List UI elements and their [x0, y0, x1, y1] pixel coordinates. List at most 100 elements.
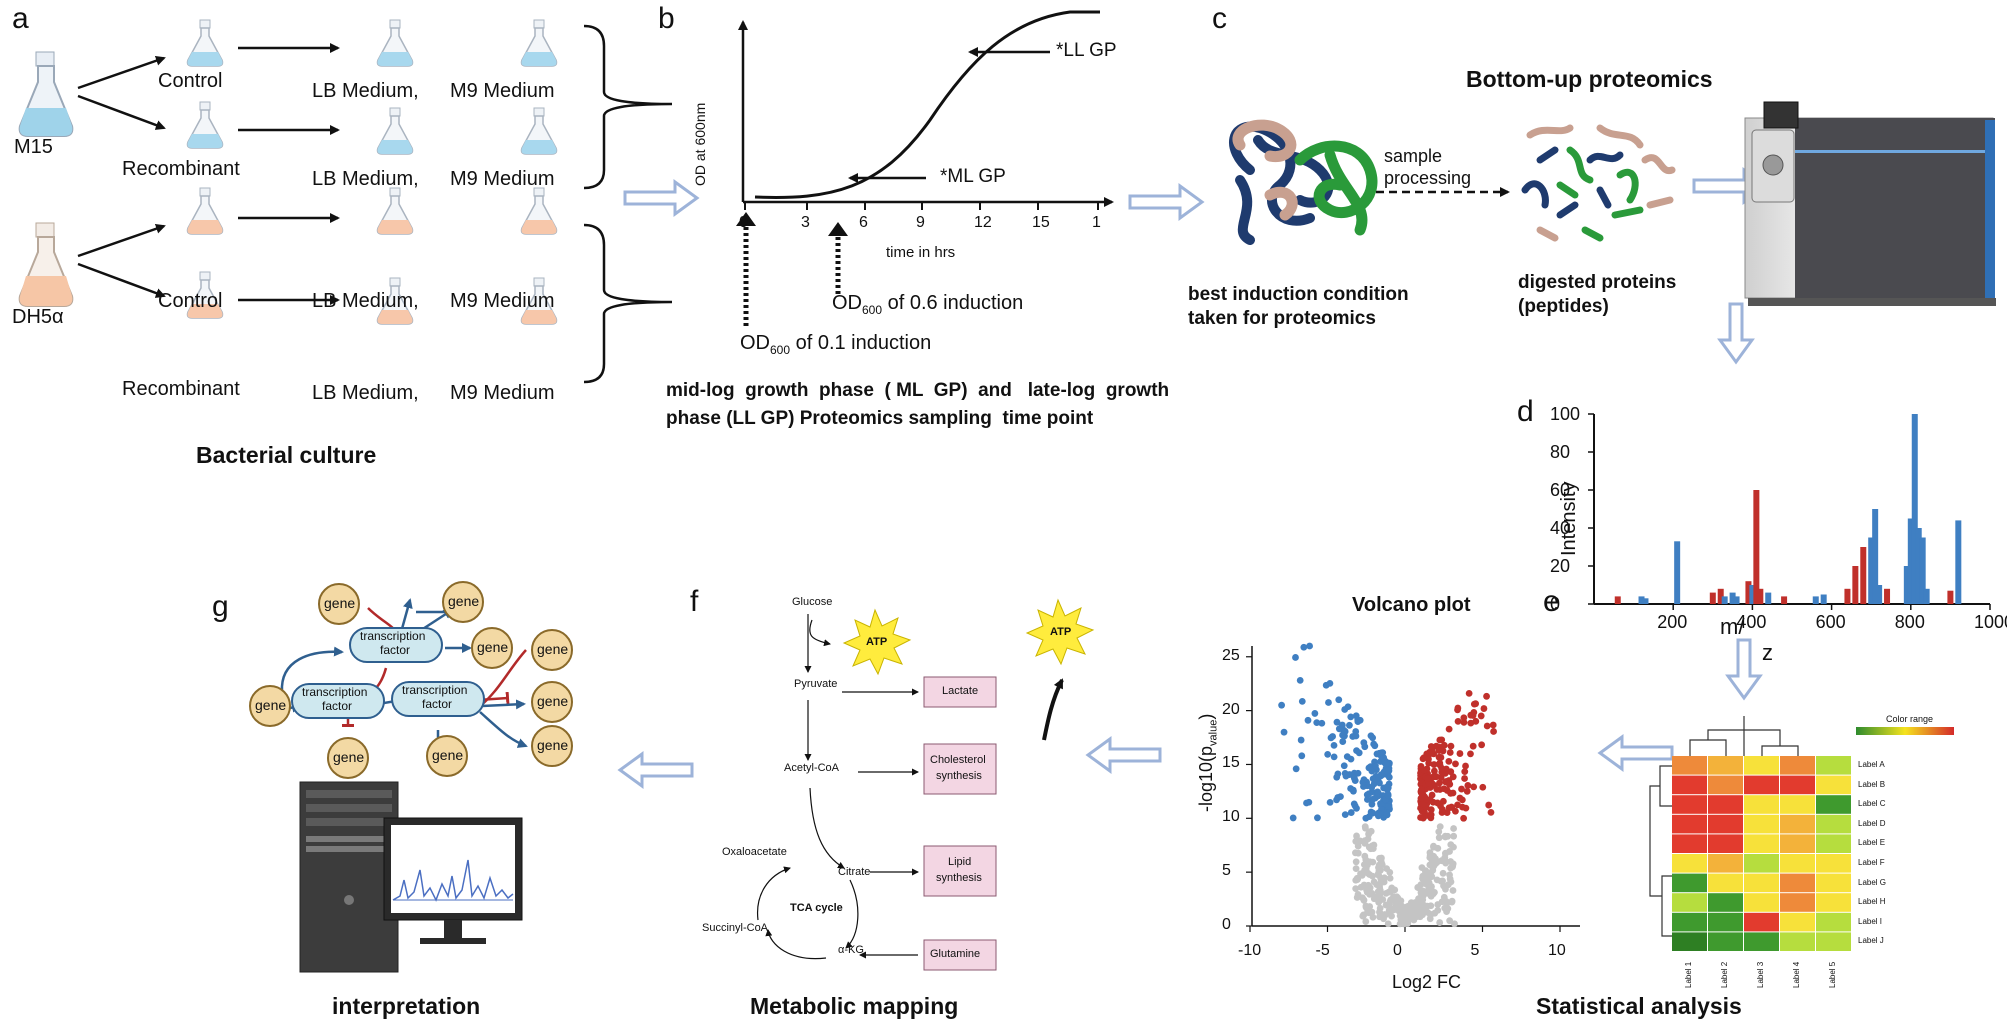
spectrum-xlabel-z: z	[1762, 640, 1773, 665]
volcano-point-down	[1353, 804, 1360, 812]
volcano-point-down	[1304, 716, 1312, 724]
digested-proteins-label-2: (peptides)	[1518, 296, 1609, 317]
volcano-point-up	[1456, 750, 1464, 757]
volcano-point-ns	[1449, 862, 1457, 870]
volcano-point-up	[1425, 759, 1433, 767]
volcano-point-down	[1296, 676, 1304, 684]
color-range-label: Color range	[1886, 714, 1934, 724]
small-flask-icon	[186, 19, 224, 67]
volcano-point-up	[1420, 754, 1428, 762]
heatmap-col-label: Label 3	[1756, 961, 1765, 988]
gene-label: gene	[432, 747, 464, 763]
gene-node	[249, 685, 291, 727]
volcano-point-up	[1454, 706, 1461, 714]
heatmap-cell	[1816, 756, 1851, 775]
spectrum-peak	[1903, 566, 1910, 604]
volcano-point-down	[1347, 809, 1355, 816]
small-flask-icon	[186, 101, 224, 149]
spectrum-peak	[1876, 585, 1883, 604]
lipid-label-1: Lipid	[948, 856, 972, 868]
volcano-point-ns	[1359, 912, 1367, 920]
panel-label-g: g	[212, 590, 229, 623]
small-flasks	[186, 19, 558, 325]
pyruvate-label: Pyruvate	[794, 678, 838, 690]
atp-label-1: ATP	[866, 636, 888, 648]
volcano-point-down	[1318, 719, 1326, 727]
flow-arrow-ms-d	[1717, 302, 1755, 365]
transcription-factor-node	[291, 683, 385, 719]
od-01-induction-label: OD600 of 0.1 induction	[740, 332, 932, 357]
sampling-caption-line2: phase (LL GP) Proteomics sampling time p…	[666, 408, 1094, 429]
volcano-point-down	[1298, 697, 1306, 705]
spectrum-peak	[1844, 588, 1851, 604]
heatmap-cell	[1672, 795, 1707, 814]
flask-m15-icon	[18, 51, 74, 137]
volcano-point-ns	[1434, 858, 1441, 866]
spectrum-peak	[1907, 518, 1914, 604]
volcano-point-up	[1460, 814, 1468, 822]
heatmap-cell	[1780, 775, 1815, 795]
transcription-factor-label: transcription	[302, 685, 368, 699]
heatmap-cell	[1744, 834, 1779, 853]
volcano-point-up	[1436, 736, 1444, 744]
volcano-point-ns	[1436, 823, 1444, 831]
volcano-point-ns	[1442, 885, 1449, 893]
heatmap-row-label: Label G	[1858, 877, 1887, 887]
volcano-xlabel: Log2 FC	[1392, 972, 1462, 992]
volcano-point-down	[1297, 736, 1305, 744]
volcano-point-ns	[1369, 913, 1377, 921]
volcano-point-ns	[1448, 897, 1456, 905]
heatmap-dendrogram	[1689, 739, 1727, 756]
heatmap-cell	[1744, 775, 1779, 795]
spectrum-x-tick-label: 200	[1657, 612, 1688, 632]
akg-label: α-KG	[838, 944, 864, 956]
small-flask-icon	[376, 107, 414, 155]
volcano-x-tick-label: 10	[1548, 942, 1566, 959]
volcano-point-ns	[1362, 856, 1370, 864]
spectrum-y-tick-label: 20	[1550, 556, 1571, 576]
volcano-point-up	[1490, 728, 1497, 735]
spectrum-peak	[1884, 588, 1891, 604]
gene-label: gene	[448, 593, 480, 609]
sample-processing-label-1: sample	[1384, 146, 1443, 166]
volcano-point-down	[1326, 680, 1334, 687]
flow-arrow-a-b	[623, 179, 700, 217]
control-label-1: Control	[158, 70, 223, 92]
volcano-point-ns	[1450, 825, 1458, 832]
volcano-point-down	[1338, 721, 1346, 729]
heatmap-cell	[1816, 912, 1851, 932]
volcano-point-down	[1341, 706, 1349, 713]
volcano-ylabel: -log10(pvalue)	[1196, 713, 1220, 812]
spectrum-peak	[1919, 537, 1926, 604]
citrate-label: Citrate	[838, 866, 871, 878]
metabolic-map	[756, 598, 1095, 971]
volcano-point-down	[1330, 741, 1338, 749]
volcano-point-ns	[1353, 876, 1361, 883]
volcano-x-tick-label: 0	[1393, 942, 1402, 959]
spectrum-peak	[1753, 490, 1760, 604]
volcano-point-ns	[1356, 837, 1364, 845]
volcano-point-ns	[1435, 834, 1443, 842]
growth-ylabel: OD at 600nm	[692, 102, 708, 186]
bacterial-culture-caption: Bacterial culture	[196, 442, 377, 468]
heatmap-row-label: Label A	[1858, 760, 1885, 769]
volcano-point-ns	[1388, 884, 1396, 892]
recombinant-label-1: Recombinant	[122, 158, 240, 180]
volcano-point-up	[1472, 700, 1480, 708]
volcano-point-down	[1347, 755, 1355, 763]
volcano-point-up	[1470, 783, 1478, 791]
heatmap-cell	[1744, 854, 1779, 873]
volcano-point-up	[1459, 803, 1466, 811]
heatmap-cell	[1708, 932, 1743, 951]
volcano-point-down	[1384, 784, 1392, 792]
statistical-analysis-caption: Statistical analysis	[1536, 993, 1742, 1019]
heatmap-cell	[1780, 756, 1815, 775]
metabolic-mapping-caption: Metabolic mapping	[750, 993, 959, 1019]
volcano-point-down	[1325, 699, 1332, 706]
transcription-factor-label: transcription	[360, 629, 426, 643]
gene-label: gene	[333, 749, 365, 765]
heatmap-cell	[1744, 756, 1779, 775]
volcano-point-ns	[1414, 901, 1422, 909]
volcano-point-up	[1438, 764, 1446, 772]
volcano-point-up	[1445, 804, 1453, 812]
